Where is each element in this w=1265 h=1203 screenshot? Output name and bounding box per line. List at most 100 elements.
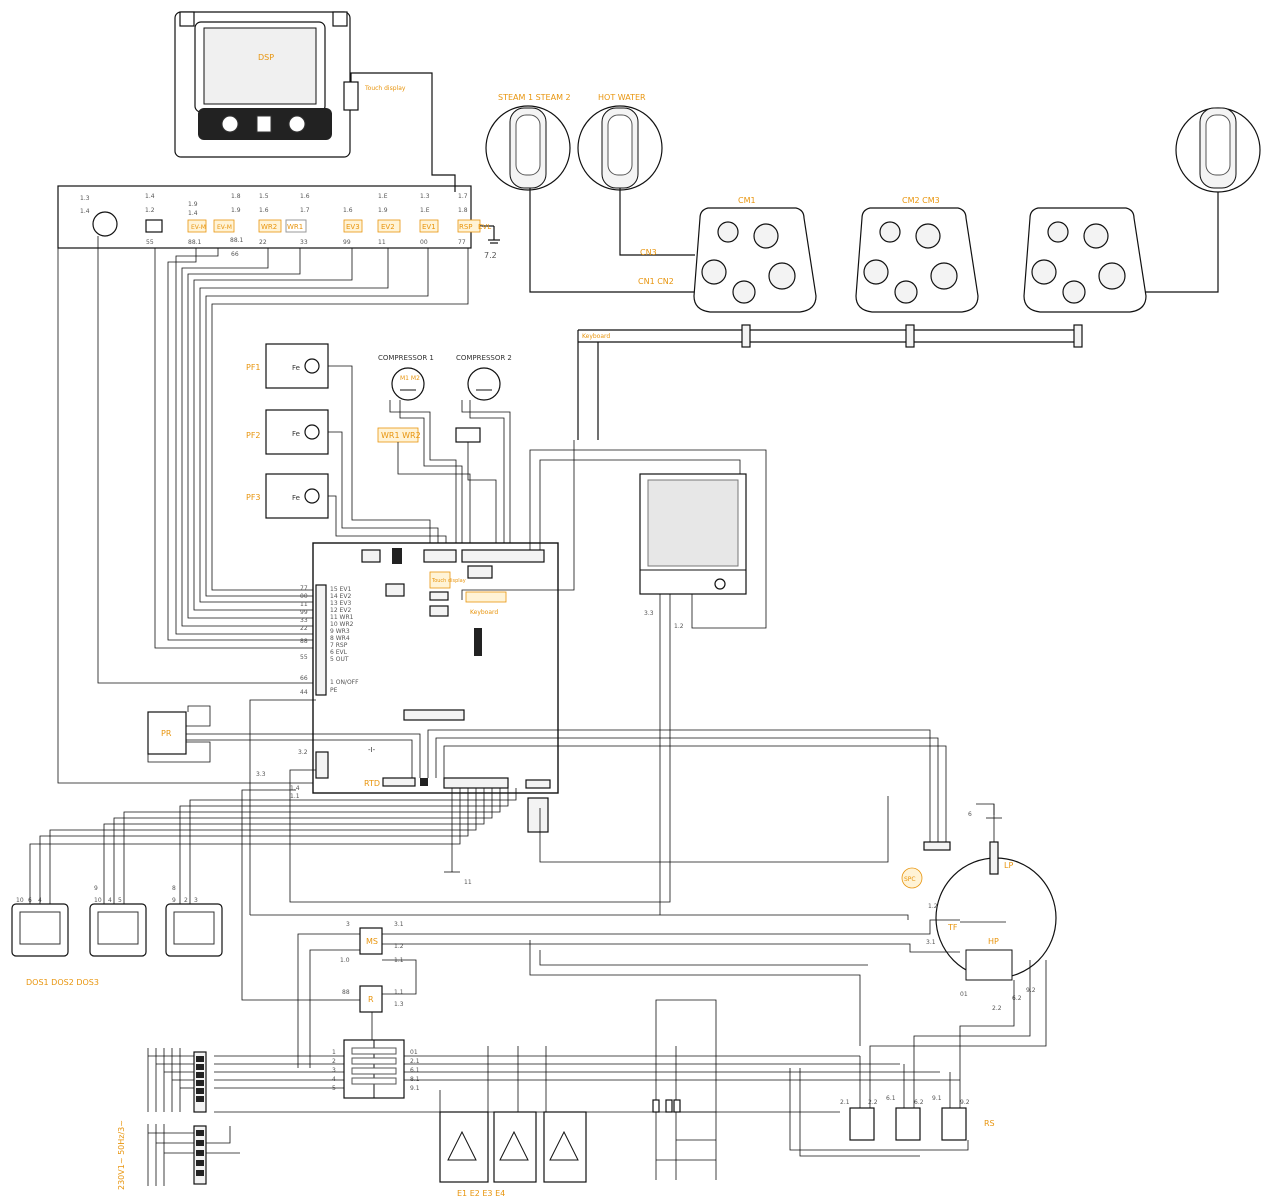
svg-text:1.E: 1.E — [420, 207, 430, 214]
keypad-cm2 — [855, 207, 979, 313]
svg-text:3.1: 3.1 — [926, 939, 936, 946]
dsp-display-unit: DSP — [174, 11, 351, 158]
svg-text:13 EV3: 13 EV3 — [330, 600, 351, 607]
svg-text:14 EV2: 14 EV2 — [330, 593, 351, 600]
cn3-label: CN3 — [640, 248, 657, 257]
svg-text:1.4: 1.4 — [188, 210, 198, 217]
svg-text:1.6: 1.6 — [343, 207, 353, 214]
svg-text:6.2: 6.2 — [914, 1099, 924, 1106]
compressor-2-motor — [467, 367, 501, 401]
svg-text:77: 77 — [458, 239, 466, 246]
svg-text:1.2: 1.2 — [145, 207, 155, 214]
steam-knob — [485, 105, 571, 191]
pf3-label: PF3 — [246, 493, 261, 502]
ground-top-label: 7.2 — [484, 251, 497, 260]
svg-text:3: 3 — [194, 897, 198, 904]
svg-text:-I-: -I- — [368, 746, 376, 754]
svg-text:1.1: 1.1 — [394, 957, 404, 964]
svg-text:12 EV2: 12 EV2 — [330, 607, 351, 614]
compressor2-label: COMPRESSOR 2 — [456, 354, 512, 362]
svg-text:8 WR4: 8 WR4 — [330, 635, 350, 642]
svg-text:1.4: 1.4 — [145, 193, 155, 200]
svg-text:3.2: 3.2 — [298, 749, 308, 756]
pf1-sensor: Fe — [265, 343, 329, 389]
svg-text:1.8: 1.8 — [231, 193, 241, 200]
resistors-label: E1 E2 E3 E4 — [457, 1189, 505, 1198]
lp-label: LP — [1004, 861, 1013, 870]
svg-text:Fe: Fe — [292, 494, 300, 502]
keypad-cm1 — [693, 207, 817, 313]
svg-text:2.2: 2.2 — [992, 1005, 1002, 1012]
svg-text:55: 55 — [300, 654, 308, 661]
top-terminal-strip — [57, 185, 500, 249]
supply-bus — [214, 1055, 960, 1113]
pf2-sensor: Fe — [265, 409, 329, 455]
svg-text:1.7: 1.7 — [458, 193, 468, 200]
svg-text:2: 2 — [184, 897, 188, 904]
svg-text:10: 10 — [16, 897, 24, 904]
svg-text:1.2: 1.2 — [928, 903, 938, 910]
svg-text:5: 5 — [332, 1085, 336, 1092]
svg-text:1.2: 1.2 — [674, 623, 684, 630]
svg-text:1: 1 — [332, 1049, 336, 1056]
pr-label: PR — [161, 729, 172, 738]
touch-display-label: Touch display — [364, 85, 406, 92]
wr1-wr2-label: WR1 WR2 — [381, 431, 421, 440]
svg-text:6.2: 6.2 — [1012, 995, 1022, 1002]
svg-text:33: 33 — [300, 617, 308, 624]
rs-label: RS — [984, 1119, 995, 1128]
svg-text:01: 01 — [960, 991, 968, 998]
main-switch — [343, 1039, 405, 1099]
ev-m1-label: EV-M — [191, 224, 206, 231]
svg-text:66: 66 — [300, 675, 308, 682]
svg-text:9.2: 9.2 — [960, 1099, 970, 1106]
svg-text:1.3: 1.3 — [80, 195, 90, 202]
keypad-cm3 — [1023, 207, 1147, 313]
svg-text:99: 99 — [300, 609, 308, 616]
pf3-sensor: Fe — [265, 473, 329, 519]
svg-text:00: 00 — [300, 593, 308, 600]
dosi-label: DOS1 DOS2 DOS3 — [26, 978, 99, 987]
rsp-label: RSP — [459, 223, 473, 231]
svg-text:Fe: Fe — [292, 364, 300, 372]
wr1-label: WR1 — [287, 223, 303, 231]
svg-text:15 EV1: 15 EV1 — [330, 586, 351, 593]
m1-m2-label: M1 M2 — [400, 375, 420, 382]
svg-text:1.6: 1.6 — [259, 207, 269, 214]
supply-terminal-block — [147, 1048, 207, 1113]
svg-text:3.3: 3.3 — [256, 771, 266, 778]
svg-text:6: 6 — [968, 811, 972, 818]
svg-text:8.1: 8.1 — [410, 1076, 420, 1083]
steam-label: STEAM 1 STEAM 2 — [498, 93, 571, 102]
svg-text:9: 9 — [172, 897, 176, 904]
svg-text:4: 4 — [332, 1076, 336, 1083]
ms-terminal-numbers: 3 3.1 1.2 1.1 1.0 — [340, 921, 404, 964]
svg-text:1.E: 1.E — [378, 193, 388, 200]
svg-text:88.1: 88.1 — [188, 239, 202, 246]
svg-text:4: 4 — [108, 897, 112, 904]
svg-text:6.1: 6.1 — [886, 1095, 896, 1102]
cm1-label: CM1 — [738, 196, 756, 205]
top-terminal-numbers: 1.3 1.4 1.4 1.2 1.9 1.4 1.8 1.9 1.5 1.6 … — [80, 193, 468, 258]
svg-text:8: 8 — [172, 885, 176, 892]
pf1-label: PF1 — [246, 363, 261, 372]
svg-text:1.1: 1.1 — [394, 989, 404, 996]
harness-board-to-compressor — [427, 729, 951, 851]
keyboard-label: Keyboard — [582, 333, 610, 340]
hot-water-knob — [577, 105, 663, 191]
svg-text:1.3: 1.3 — [394, 1001, 404, 1008]
svg-text:5: 5 — [118, 897, 122, 904]
capacitor-bank — [652, 1046, 717, 1180]
dos3-unit — [165, 903, 223, 957]
harness-top-to-board — [57, 186, 469, 784]
svg-text:1.9: 1.9 — [378, 207, 388, 214]
svg-text:66: 66 — [231, 251, 239, 258]
svg-text:22: 22 — [300, 625, 308, 632]
svg-text:10 WR2: 10 WR2 — [330, 621, 354, 628]
svg-text:99: 99 — [343, 239, 351, 246]
evl-label: EVL — [478, 223, 491, 231]
main-control-board: Touch display Keyboard RTD -I- — [312, 542, 559, 833]
supply-label: 230V1~ 50Hz/3~ — [117, 1120, 126, 1190]
svg-text:88: 88 — [342, 989, 350, 996]
